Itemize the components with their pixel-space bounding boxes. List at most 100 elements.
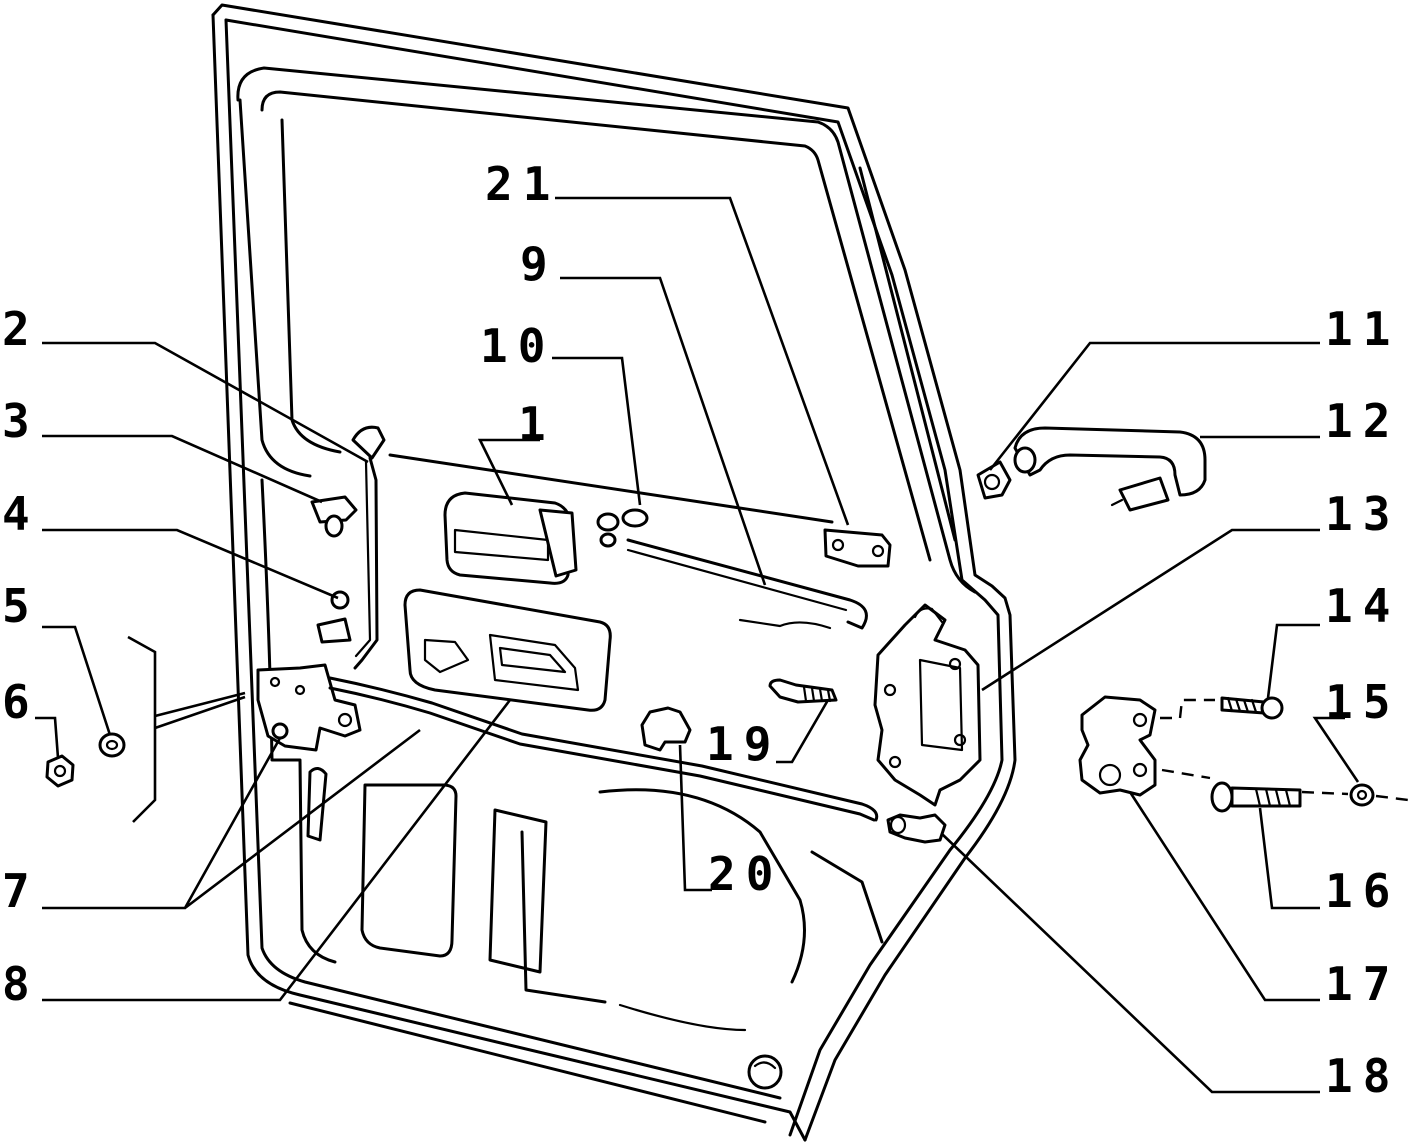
leader-bracket-arm-lower	[154, 695, 246, 730]
part-10-rod-clips	[596, 508, 649, 548]
inner-handle-pocket	[488, 633, 580, 692]
part-19-stud	[768, 678, 838, 704]
lock-knob	[351, 425, 386, 460]
part-13-lock-mechanism	[873, 603, 982, 807]
rod-clip-ring	[330, 590, 350, 610]
lock-mechanism-hook	[913, 607, 944, 624]
leader-11	[988, 341, 1320, 471]
leader-21	[555, 196, 850, 526]
callout-13: 13	[1325, 487, 1400, 541]
leader-7	[42, 728, 421, 910]
hinge-bracket-bolt	[271, 722, 289, 740]
hinge-bracket-hole-3	[337, 712, 353, 728]
callout-19: 19	[706, 717, 781, 771]
door-body	[211, 3, 1017, 1142]
outer-handle-lock-box	[538, 508, 578, 578]
hinge-bracket-hole-2	[294, 684, 306, 696]
leader-bracket	[127, 635, 157, 823]
leader-17	[1128, 791, 1320, 1002]
callout-3: 3	[2, 394, 40, 448]
callout-14: 14	[1325, 579, 1400, 633]
grab-handle-end-cap	[1013, 446, 1037, 474]
leader-9	[560, 276, 767, 586]
washer-hole	[105, 739, 119, 751]
window-frame-right-post	[858, 166, 957, 542]
callout-18: 18	[1325, 1049, 1400, 1103]
panel-stiffener	[306, 767, 328, 842]
rod-clip-a	[596, 512, 620, 532]
part-20-clip	[640, 706, 692, 752]
outer-handle-slot	[453, 528, 550, 562]
panel-opening-left	[360, 783, 458, 958]
part-14-screw	[1220, 696, 1284, 720]
belt-line	[388, 453, 834, 524]
grommet-stem	[324, 514, 344, 538]
callout-2: 2	[2, 302, 40, 356]
callout-12: 12	[1325, 394, 1400, 448]
callout-10: 10	[480, 319, 555, 373]
clip-20-body	[640, 706, 692, 752]
part-17-striker	[1078, 695, 1157, 797]
part-5-washer	[98, 732, 126, 758]
lock-mechanism-hole-1	[883, 683, 897, 697]
assembly-axis-16-left	[1161, 768, 1211, 780]
release-cable-upper	[328, 676, 879, 822]
grab-handle-mount	[1118, 476, 1170, 512]
panel-contour-right	[598, 788, 806, 984]
rod-clip-b	[621, 508, 649, 528]
callout-1: 1	[518, 397, 556, 451]
leader-18	[941, 833, 1320, 1094]
part-2-lock-knob-rod	[351, 425, 386, 670]
leader-2	[42, 341, 369, 464]
callout-20: 20	[708, 847, 783, 901]
lock-mechanism-body	[873, 603, 982, 807]
clip-18-head	[889, 815, 907, 835]
part-11-bushing	[976, 460, 1012, 500]
door-bottom-edge	[288, 1001, 767, 1124]
part-18-clip	[886, 813, 947, 844]
plate-body	[823, 528, 892, 568]
clip-18-body	[886, 813, 947, 844]
callout-6: 6	[2, 675, 40, 729]
leader-20	[678, 744, 712, 892]
panel-rib	[520, 830, 607, 1004]
door-outer-edge	[211, 3, 1017, 1142]
screw-head	[1260, 696, 1284, 720]
door-outer-edge-inner	[224, 18, 1004, 1137]
bolt-thread	[1254, 787, 1292, 808]
callout-21: 21	[485, 157, 560, 211]
leader-3	[42, 434, 323, 504]
leader-4	[42, 528, 339, 600]
callout-4: 4	[2, 487, 40, 541]
part-12-grab-handle	[1013, 426, 1207, 512]
grab-handle-stud	[1110, 498, 1124, 507]
door-left-edge	[211, 13, 807, 1142]
callout-5: 5	[2, 579, 40, 633]
link-rod	[626, 538, 868, 630]
leader-10	[552, 356, 642, 506]
lock-rod-edge	[354, 460, 372, 658]
callout-15: 15	[1325, 675, 1400, 729]
washer-outer	[98, 732, 126, 758]
plate-hole-1	[831, 538, 845, 552]
nut-hex	[45, 754, 75, 788]
nut-hole	[53, 764, 67, 778]
part-3-grommet	[310, 495, 358, 538]
part-4-rod-clip	[316, 590, 352, 644]
panel-contour-far-right	[810, 850, 884, 944]
part-15-washer	[1349, 783, 1375, 807]
window-frame-outer	[236, 66, 977, 594]
panel-contour-bottom	[618, 1003, 747, 1032]
assembly-axis-14	[1160, 698, 1215, 720]
part-21-plate	[823, 528, 892, 568]
stud-body	[768, 678, 838, 704]
callout-11: 11	[1325, 302, 1400, 356]
callout-17: 17	[1325, 957, 1400, 1011]
lock-mechanism-hole-3	[953, 733, 967, 747]
release-cable	[328, 676, 879, 822]
door-drain-hole	[747, 1054, 783, 1090]
callout-9: 9	[520, 237, 558, 291]
callout-labels: 1 2 3 4 5 6 7 8 9 10 11 12 13 14 15 16 1…	[2, 157, 1400, 1103]
lock-rod	[353, 456, 379, 670]
leader-15	[1312, 716, 1360, 783]
